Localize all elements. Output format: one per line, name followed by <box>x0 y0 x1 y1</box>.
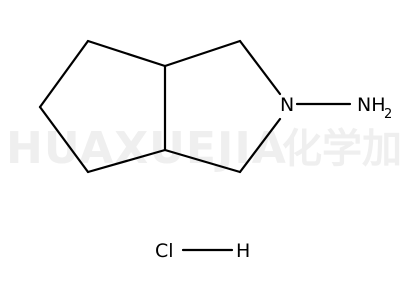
watermark: HUAXUEJIA 化学加 <box>6 123 402 174</box>
bond-c3-c4 <box>86 148 167 174</box>
atom-label-n: N <box>280 94 294 116</box>
bicyclic-skeleton <box>38 39 352 174</box>
bond-c5-c1 <box>38 39 90 109</box>
hydrochloride: Cl H <box>155 240 250 262</box>
bond-c7-c3 <box>163 148 242 174</box>
watermark-cjk: 化学加 <box>282 126 402 172</box>
bond-c2-c6 <box>163 39 242 68</box>
watermark-latin: HUAXUEJIA <box>6 123 287 174</box>
bond-c4-c5 <box>38 105 90 174</box>
bond-c1-c2 <box>86 39 167 68</box>
atom-label-cl: Cl <box>155 240 174 262</box>
atom-label-nh2-subscript: 2 <box>384 107 392 122</box>
atom-label-h: H <box>236 240 250 262</box>
bond-n-c7 <box>238 117 282 174</box>
atom-labels: N NH 2 <box>280 94 392 122</box>
bond-c6-n <box>238 39 282 96</box>
atom-label-nh: NH <box>357 94 386 116</box>
